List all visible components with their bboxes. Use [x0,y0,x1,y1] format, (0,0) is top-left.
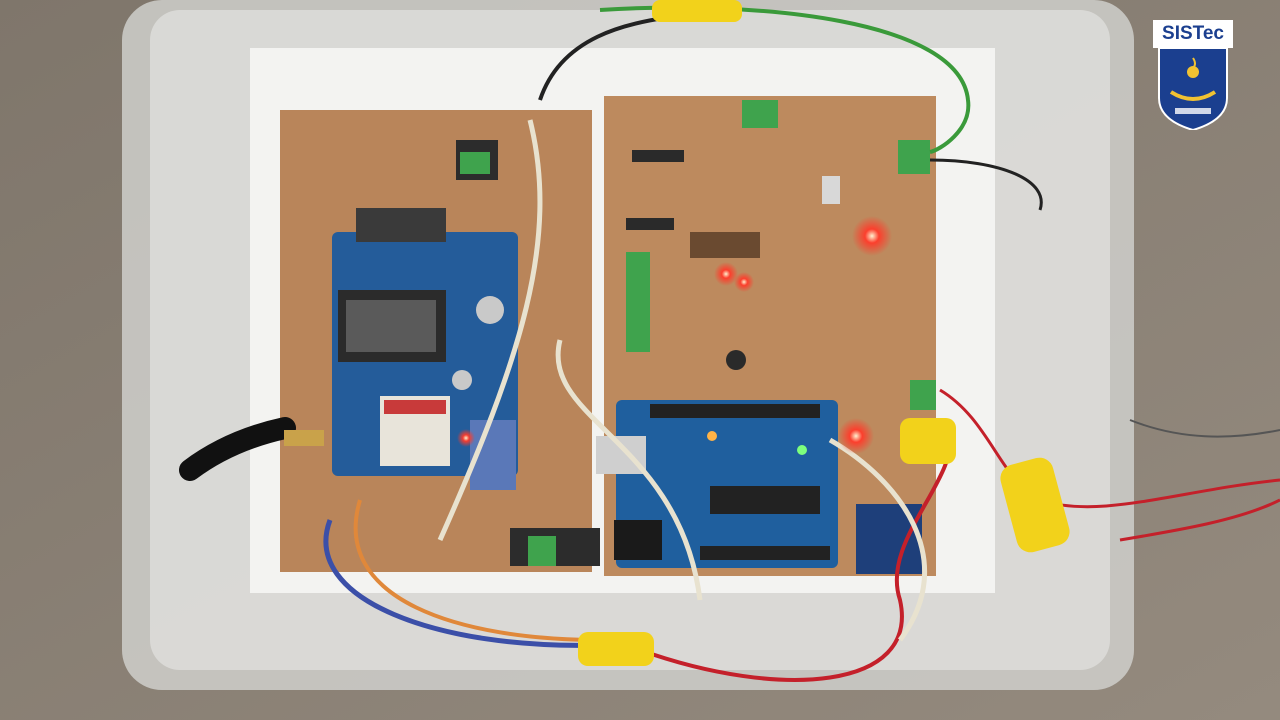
wire [437,119,543,542]
resistor-cluster [690,232,760,258]
wire [1039,478,1280,509]
logo-wordmark: SISTec [1153,20,1233,48]
gsm-chip-label [384,400,446,414]
yellow-tape [578,632,654,666]
ic-chip [626,218,674,230]
header-pins [650,404,820,418]
arduino-board [616,400,838,568]
terminal-block [898,140,930,174]
antenna [179,417,296,481]
wire [828,437,928,642]
logo-shield-icon [1158,48,1228,130]
wire [1119,498,1280,542]
wire [323,519,601,648]
red-led [734,272,754,292]
red-led [714,262,738,286]
wire [1129,419,1280,438]
wire [929,158,1043,211]
yellow-tape [900,418,956,464]
wire [555,339,703,601]
red-led [838,418,874,454]
antenna-connector [284,430,324,446]
relay-module [856,504,922,574]
terminal-block [910,380,936,410]
terminal-block [626,252,650,352]
sim-holder [346,300,436,352]
terminal-block [742,100,778,128]
microcontroller [710,486,820,514]
yellow-tape [652,0,742,22]
terminal-block [528,536,556,566]
wire [353,499,601,642]
yellow-tape [1000,457,1070,553]
terminal-block [460,152,490,174]
brand-logo: SISTec [1153,20,1233,130]
transistor [822,176,840,204]
capacitor [726,350,746,370]
capacitor [476,296,504,324]
red-led [457,429,475,447]
amber-led [707,431,717,441]
wire [639,429,953,682]
header-pins [700,546,830,560]
green-led [797,445,807,455]
red-led [852,216,892,256]
power-jack [614,520,662,560]
capacitor [452,370,472,390]
ic-chip [632,150,684,162]
serial-connector [356,208,446,242]
